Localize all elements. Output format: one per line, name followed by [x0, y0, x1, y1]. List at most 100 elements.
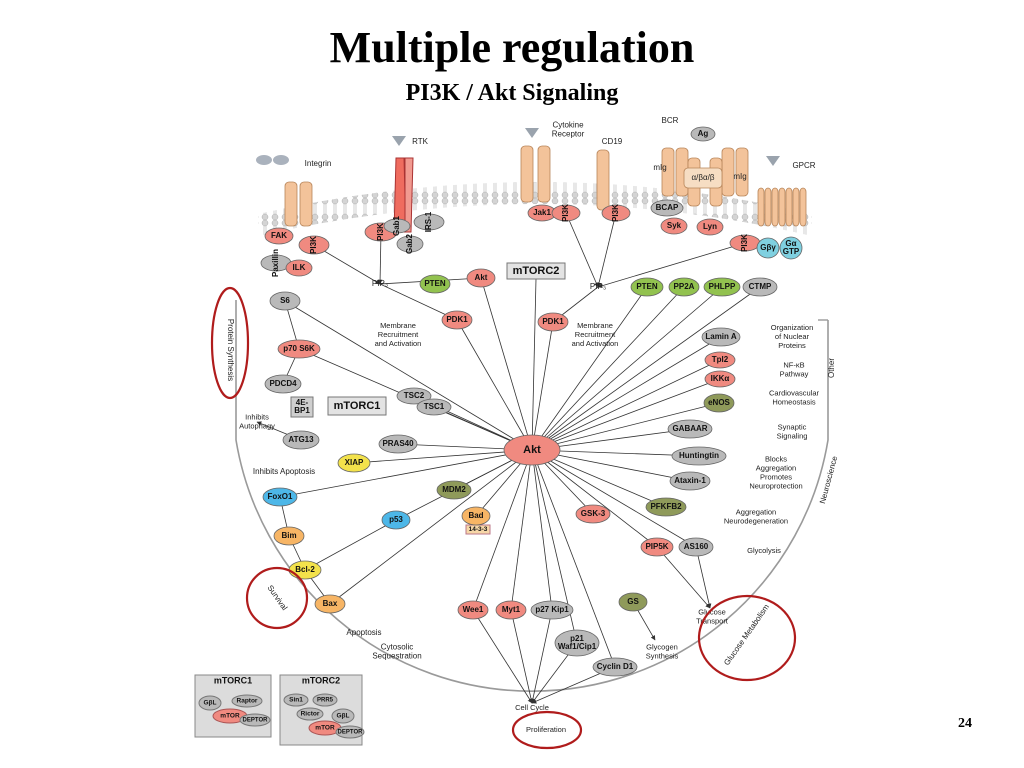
gpcr-helix: [757, 187, 765, 227]
proliferation-highlight: [511, 710, 583, 750]
legend-deptor-2: DEPTOR: [338, 730, 364, 736]
bcr-ab-box: [683, 167, 723, 189]
node-label-wee1: Wee1: [463, 605, 484, 614]
node-label-ctmp: CTMP: [749, 282, 772, 291]
node-enos: eNOS: [703, 393, 735, 413]
node-label-p53: p53: [389, 515, 403, 524]
node-label-jak1: Jak1: [533, 208, 551, 217]
edge-akt-pten_r: [531, 286, 648, 451]
label-mig-right: mIg: [733, 172, 746, 181]
label-alpha-beta: α/βα/β: [692, 173, 715, 182]
gpcr-helix: [785, 187, 793, 227]
legend-mtor: mTOR: [220, 713, 240, 720]
receptors-layer: [256, 128, 807, 535]
node-label-pfkfb2: PFKFB2: [650, 502, 682, 511]
edge-pdk1_l-akt: [456, 319, 533, 451]
node-label-tpl2: Tpl2: [712, 355, 729, 364]
node-cyclind1: Cyclin D1: [592, 657, 638, 677]
legend-rictor: Rictor: [301, 711, 320, 718]
cytokine-receptor-b: [537, 145, 551, 203]
node-bcl2: Bcl-2: [288, 560, 322, 580]
node-label-cyclind1: Cyclin D1: [597, 662, 634, 671]
edge-akt-bax: [329, 449, 533, 605]
node-pi3k_1: PI3K: [298, 235, 330, 255]
edge-akt_top-akt: [480, 277, 534, 451]
edge-akt-ctmp: [531, 286, 761, 451]
edge-akt-wee1: [472, 449, 533, 611]
mtorc1-box: [327, 396, 387, 416]
node-label-pten_l: PTEN: [424, 279, 446, 288]
node-tpl2: Tpl2: [704, 351, 736, 369]
node-pi3k_5: PI3K: [729, 234, 761, 252]
node-pten_r: PTEN: [630, 277, 664, 297]
node-gs: GS: [618, 592, 648, 612]
node-label-ataxin1: Ataxin-1: [674, 476, 706, 485]
node-label-lyn: Lyn: [703, 222, 717, 231]
node-label-pi3k_3: PI3K: [561, 204, 570, 222]
mtorc2-top-box: [506, 262, 566, 280]
edge-akt-as160: [531, 449, 697, 548]
label-mig-left: mIg: [653, 163, 666, 172]
node-label-pip5k: PIP5K: [645, 542, 668, 551]
gpcr-helix: [771, 187, 779, 227]
node-label-tsc1: TSC1: [424, 402, 445, 411]
label-integrin: Integrin: [305, 159, 332, 168]
node-pdk1_l: PDK1: [441, 310, 473, 330]
node-label-pi3k_1: PI3K: [309, 236, 318, 254]
node-p53: p53: [381, 510, 411, 530]
legend-mtorc2: mTORC2 Sin1 PRR5 Rictor GβL mTOR DEPTOR: [279, 674, 365, 746]
edge-mtorc2_top_pt-akt: [529, 278, 537, 451]
node-label-bax: Bax: [323, 599, 338, 608]
survival-highlight: [245, 566, 309, 630]
node-fak: FAK: [264, 227, 294, 245]
legend-mtorc1-title: mTORC1: [214, 675, 252, 685]
side-other: Other: [827, 358, 836, 378]
node-pras40: PRAS40: [378, 434, 418, 454]
node-pi3k_3: PI3K: [551, 204, 581, 222]
node-akt_top: Akt: [466, 268, 496, 288]
gpcr-helix: [778, 187, 786, 227]
slide-title: Multiple regulation: [329, 23, 695, 72]
node-tsc2: TSC2: [396, 387, 432, 405]
node-label-pi3k_4: PI3K: [611, 204, 620, 222]
cytokine-ligand-icon: [525, 128, 539, 138]
node-ctmp: CTMP: [742, 277, 778, 297]
node-label-pdk1_r: PDK1: [542, 317, 564, 326]
node-pdk1_r: PDK1: [537, 312, 569, 332]
edge-pi3k_5-pip3_rpt: [597, 242, 746, 289]
node-label-pi3k_2: PI3K: [376, 223, 385, 241]
node-label-bcap: BCAP: [656, 203, 679, 212]
edge-akt-cyclind1: [531, 449, 616, 668]
cd19-receptor: [596, 149, 610, 211]
integrin-ligand-icon: [256, 155, 272, 165]
edge-akt-pip5k: [531, 449, 658, 548]
node-label-gbg: Gβγ: [760, 243, 776, 252]
node-syk: Syk: [660, 217, 688, 235]
node-label-akt: Akt: [523, 444, 541, 456]
legend-deptor: DEPTOR: [243, 718, 269, 724]
node-bad: Bad: [461, 506, 491, 526]
node-label-gab1: Gab1: [392, 215, 401, 236]
node-pip5k: PIP5K: [640, 537, 674, 557]
rtk-ligand-icon: [392, 136, 406, 146]
edge-akt-foxo1: [279, 449, 533, 499]
node-label-gs: GS: [627, 597, 639, 606]
gpcr-ligand-icon: [766, 156, 780, 166]
edge-p27-cc: [530, 609, 553, 704]
label-bcr: BCR: [662, 116, 679, 125]
node-label-phlpp: PHLPP: [709, 282, 736, 291]
node-pten_l: PTEN: [419, 274, 451, 294]
slide-subtitle: PI3K / Akt Signaling: [405, 80, 619, 106]
edge-akt-enos: [531, 401, 720, 451]
side-protein-synthesis: Protein Synthesis: [226, 319, 235, 381]
node-label-gab2: Gab2: [405, 233, 414, 254]
node-label-syk: Syk: [667, 221, 682, 230]
